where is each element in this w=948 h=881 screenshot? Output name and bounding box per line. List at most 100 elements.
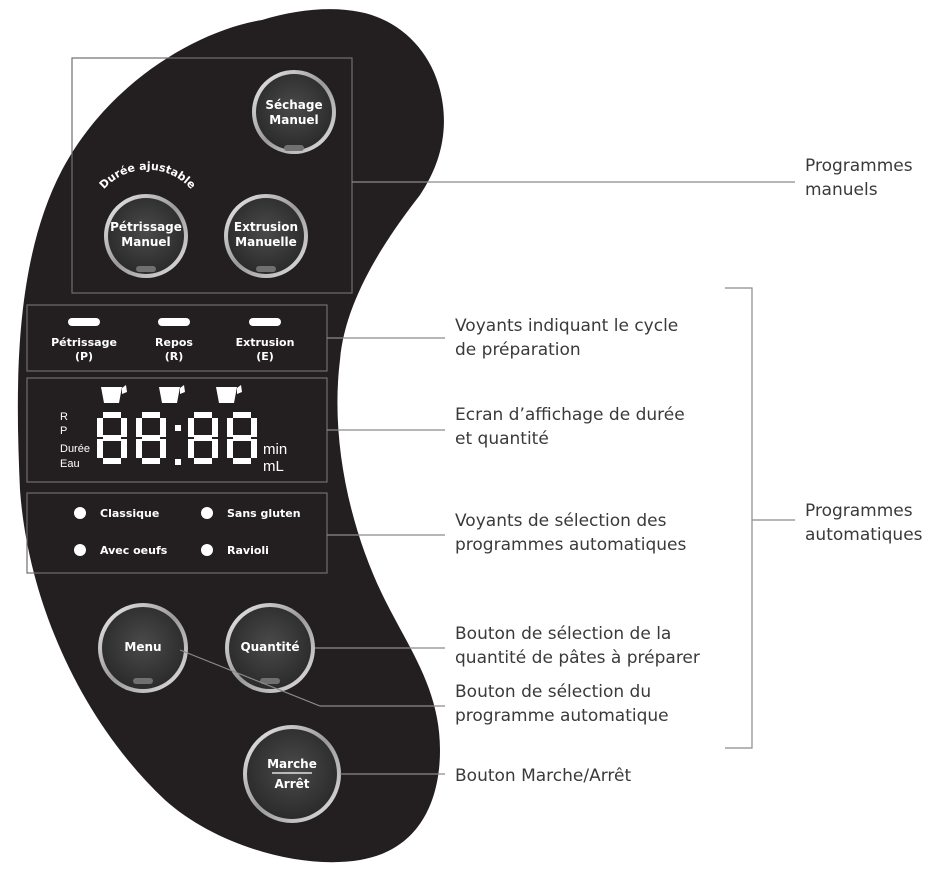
sechage-label-1: Séchage: [265, 98, 322, 112]
svg-text:Ecran d’affichage de durée: Ecran d’affichage de durée: [455, 405, 685, 425]
svg-text:Programmes: Programmes: [805, 156, 913, 176]
svg-text:Voyants de sélection des: Voyants de sélection des: [455, 511, 667, 531]
program-led-avec-oeufs: Avec oeufs: [74, 544, 168, 557]
digit-segment: [121, 439, 127, 458]
sechage-manuel-button[interactable]: Séchage Manuel: [252, 70, 336, 154]
digit-segment: [233, 458, 251, 464]
digit-segment: [194, 458, 212, 464]
svg-text:Repos: Repos: [155, 336, 193, 349]
callout-bouton-menu: Bouton de sélection du programme automat…: [455, 682, 669, 726]
digit-segment: [194, 412, 212, 418]
manual-programs-frame: [71, 57, 353, 294]
svg-text:(R): (R): [165, 350, 184, 363]
display-label-p: P: [60, 425, 67, 437]
digit-segment: [121, 418, 127, 437]
colon-dot-top: [175, 425, 181, 431]
digit-segment: [251, 418, 257, 437]
svg-text:(E): (E): [256, 350, 274, 363]
menu-button[interactable]: Menu: [98, 603, 188, 693]
menu-label: Menu: [124, 640, 161, 654]
arret-label: Arrêt: [275, 777, 310, 791]
svg-text:Classique: Classique: [100, 507, 159, 520]
digit-segment: [188, 418, 194, 437]
svg-text:quantité de pâtes à préparer: quantité de pâtes à préparer: [455, 648, 700, 668]
digit-segment: [188, 439, 194, 458]
svg-text:Programmes: Programmes: [805, 501, 913, 521]
cycle-led-repos: Repos (R): [155, 318, 193, 363]
digit-segment: [160, 439, 166, 458]
digit-segment: [142, 412, 160, 418]
display-label-r: R: [60, 411, 68, 423]
callout-bouton-quantite: Bouton de sélection de la quantité de pâ…: [455, 624, 700, 668]
extrusion-manuelle-button[interactable]: Extrusion Manuelle: [224, 194, 308, 278]
svg-text:Voyants indiquant le cycle: Voyants indiquant le cycle: [455, 316, 678, 336]
callout-programmes-automatiques: Programmes automatiques: [805, 501, 923, 545]
menu-led: [133, 678, 153, 684]
quantite-label: Quantité: [240, 640, 299, 654]
digit-segment: [251, 439, 257, 458]
display-unit-min: min: [263, 441, 287, 458]
digit-segment: [97, 418, 103, 437]
program-led-sans-gluten: Sans gluten: [201, 507, 301, 520]
digit-segment: [160, 418, 166, 437]
svg-text:Ravioli: Ravioli: [227, 544, 269, 557]
callout-programmes-manuels: Programmes manuels: [805, 156, 913, 200]
cup-icon: [101, 385, 127, 403]
petrissage-label-1: Pétrissage: [110, 220, 182, 234]
svg-text:Avec oeufs: Avec oeufs: [100, 544, 168, 557]
digit-segment: [136, 418, 142, 437]
digit-segment: [97, 439, 103, 458]
svg-text:Bouton Marche/Arrêt: Bouton Marche/Arrêt: [455, 766, 631, 786]
callout-voyants-cycle: Voyants indiquant le cycle de préparatio…: [455, 316, 678, 360]
display-label-eau: Eau: [60, 458, 80, 470]
digit-segment: [142, 458, 160, 464]
cup-icon: [216, 385, 242, 403]
quantite-button[interactable]: Quantité: [225, 603, 315, 693]
digit-segment: [103, 435, 121, 441]
sechage-led: [284, 145, 304, 151]
extrusion-led: [256, 266, 276, 272]
cycle-led-petrissage: Pétrissage (P): [51, 318, 117, 363]
svg-text:de préparation: de préparation: [455, 340, 581, 360]
marche-label: Marche: [267, 757, 317, 771]
svg-text:automatiques: automatiques: [805, 525, 923, 545]
svg-text:Extrusion: Extrusion: [236, 336, 295, 349]
digit-segment: [212, 418, 218, 437]
digit-segment: [194, 435, 212, 441]
digit-segment: [233, 435, 251, 441]
callout-bouton-marche-arret: Bouton Marche/Arrêt: [455, 766, 631, 786]
petrissage-label-2: Manuel: [121, 235, 170, 249]
svg-text:programmes automatiques: programmes automatiques: [455, 535, 686, 555]
digit-segment: [103, 458, 121, 464]
svg-text:Pétrissage: Pétrissage: [51, 336, 117, 349]
digit-segment: [233, 412, 251, 418]
callout-voyants-programmes: Voyants de sélection des programmes auto…: [455, 511, 686, 555]
programs-frame: [26, 492, 328, 574]
display-label-duree: Durée: [60, 443, 90, 455]
svg-text:(P): (P): [75, 350, 93, 363]
svg-text:programme automatique: programme automatique: [455, 706, 669, 726]
program-led-classique: Classique: [74, 507, 159, 520]
extrusion-label-1: Extrusion: [234, 220, 298, 234]
svg-text:Sans gluten: Sans gluten: [227, 507, 301, 520]
digit-segment: [142, 435, 160, 441]
extrusion-label-2: Manuelle: [235, 235, 297, 249]
cup-icon: [159, 385, 185, 403]
cycle-led-extrusion: Extrusion (E): [236, 318, 295, 363]
svg-text:Bouton de sélection du: Bouton de sélection du: [455, 682, 651, 702]
marche-arret-button[interactable]: Marche Arrêt: [243, 725, 341, 823]
digit-segment: [103, 412, 121, 418]
digit-segment: [136, 439, 142, 458]
sechage-label-2: Manuel: [269, 113, 318, 127]
petrissage-manuel-button[interactable]: Pétrissage Manuel: [104, 194, 188, 278]
cup-icons: [101, 385, 242, 403]
digit-segment: [227, 418, 233, 437]
display-unit-ml: mL: [263, 458, 284, 475]
digit-segment: [227, 439, 233, 458]
svg-text:et quantité: et quantité: [455, 429, 549, 449]
program-led-ravioli: Ravioli: [201, 544, 269, 557]
digit-segment: [212, 439, 218, 458]
callout-ecran: Ecran d’affichage de durée et quantité: [455, 405, 685, 449]
petrissage-led: [136, 266, 156, 272]
